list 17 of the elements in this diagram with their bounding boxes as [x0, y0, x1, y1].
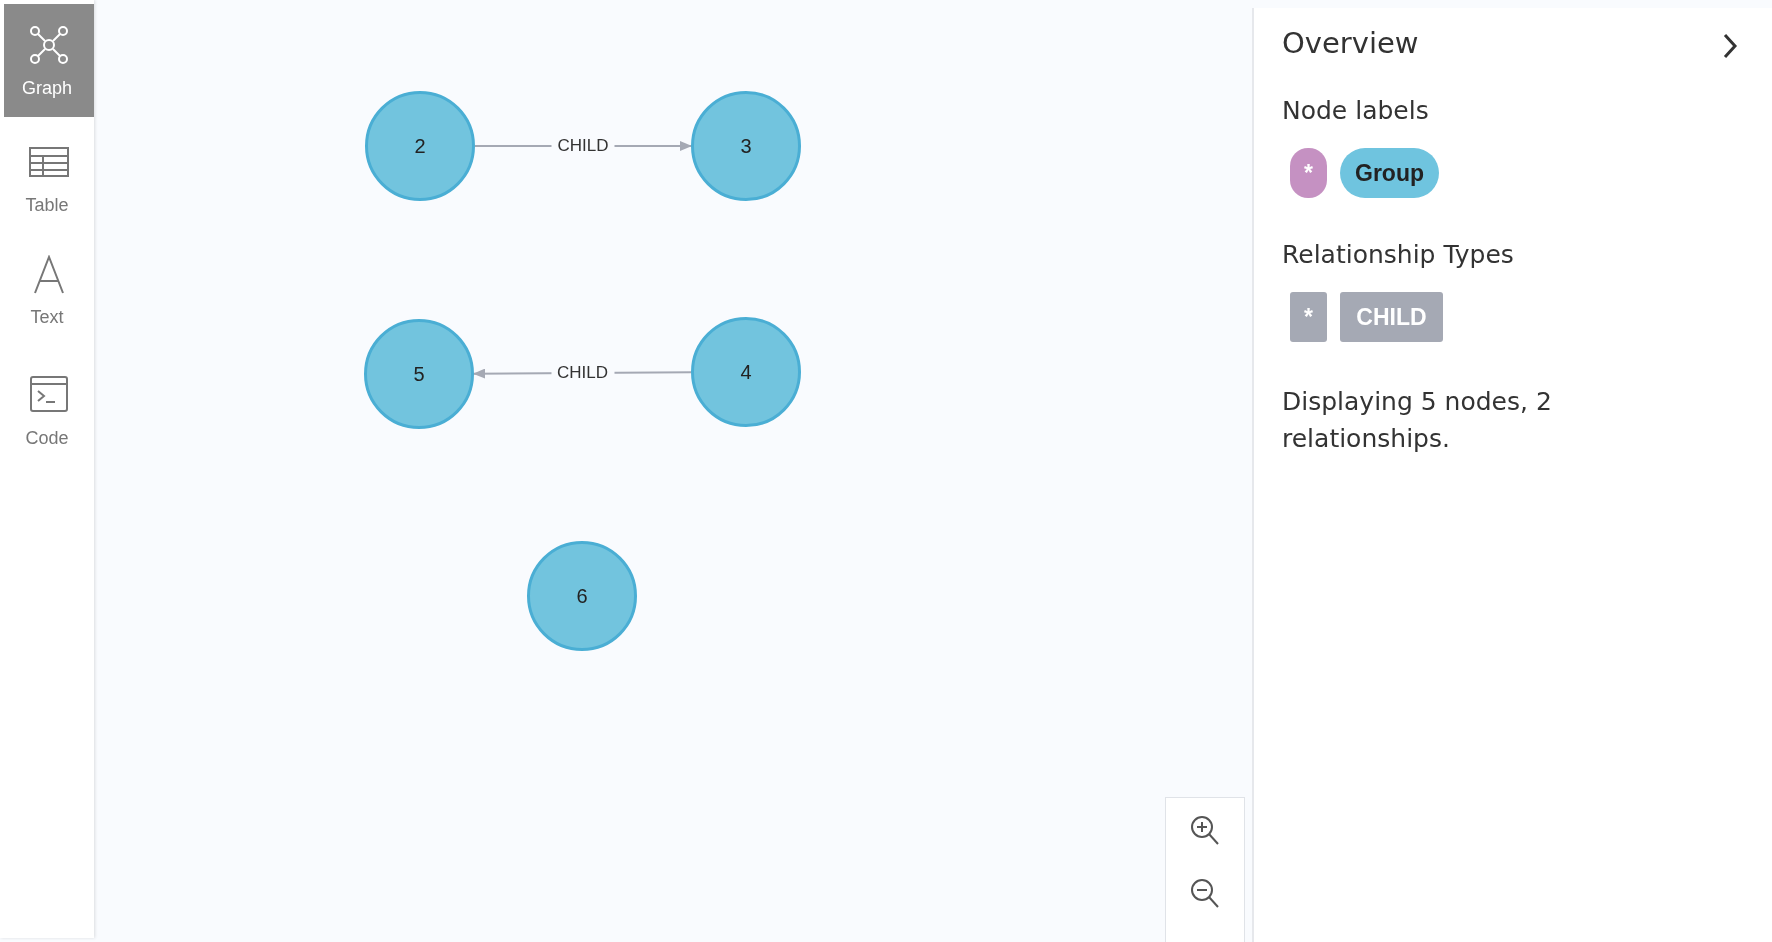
tab-label: Text [29, 307, 65, 328]
section-heading: Node labels [1282, 96, 1429, 125]
legend-badge: Group [1340, 148, 1439, 198]
section-heading: Relationship Types [1282, 240, 1514, 269]
legend-badge: CHILD [1340, 292, 1443, 342]
summary-text: Displaying 5 nodes, 2 relationships. [1282, 386, 1553, 455]
node-circle: 5 [364, 319, 474, 429]
panel-title: Overview [1282, 26, 1419, 60]
node-circle: 4 [691, 317, 801, 427]
node-circle: 6 [527, 541, 637, 651]
legend-badge: * [1290, 292, 1327, 342]
tab-label: Code [24, 428, 70, 449]
node-circle: 3 [691, 91, 801, 201]
tab-label: Graph [21, 78, 73, 99]
tab-label: Table [24, 195, 70, 216]
legend-badge: * [1290, 148, 1327, 198]
node-circle: 2 [365, 91, 475, 201]
